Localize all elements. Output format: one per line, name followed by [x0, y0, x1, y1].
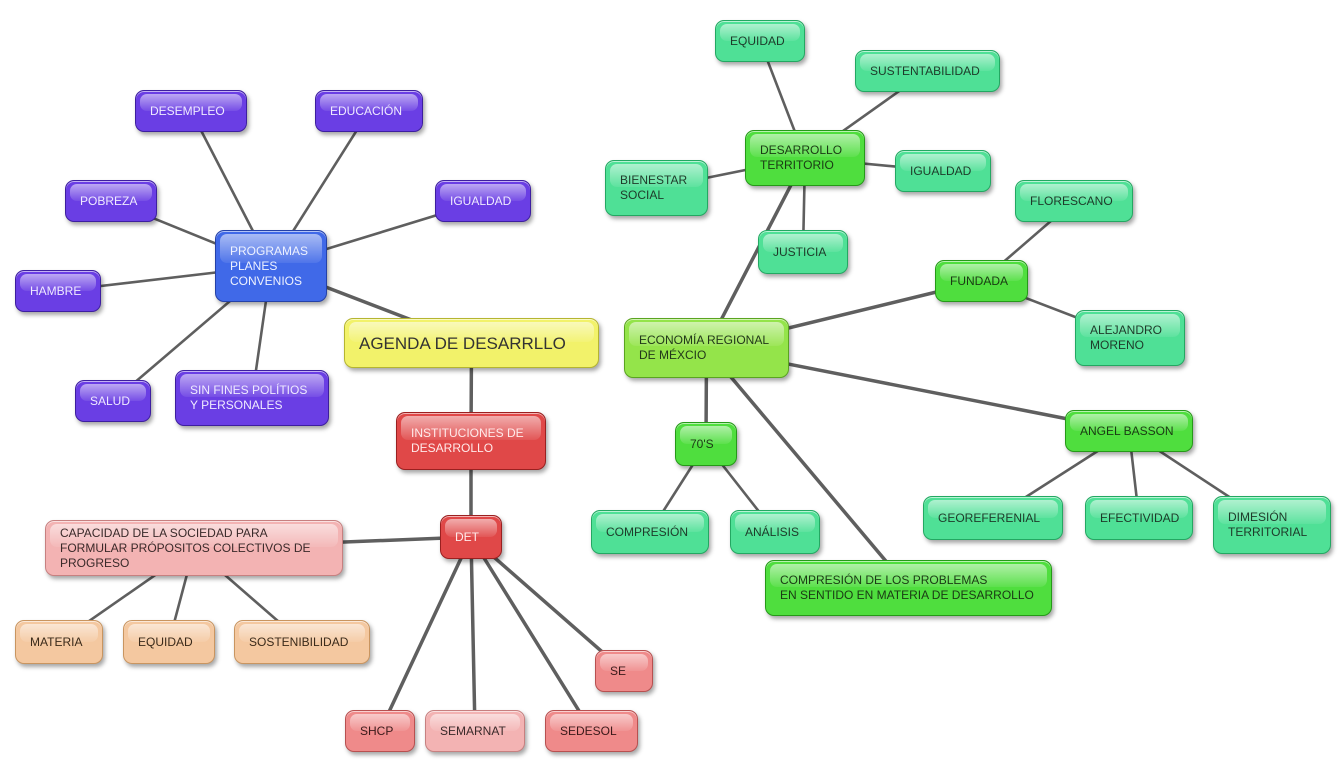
node-alejandro[interactable]: ALEJANDRO MORENO: [1075, 310, 1185, 366]
node-label: IGUALDAD: [450, 193, 512, 208]
edge-economia-compresion2: [704, 346, 911, 590]
node-label: SE: [610, 663, 627, 678]
node-label: DESEMPLEO: [150, 103, 225, 118]
node-materia[interactable]: MATERIA: [15, 620, 103, 664]
node-salud[interactable]: SALUD: [75, 380, 151, 422]
node-label: COMPRESIÓN: [606, 524, 689, 539]
node-label: POBREZA: [80, 193, 138, 208]
node-label: ANGEL BASSON: [1080, 423, 1174, 438]
node-efectividad[interactable]: EFECTIVIDAD: [1085, 496, 1193, 540]
node-det[interactable]: DET: [440, 515, 502, 559]
node-bienestar[interactable]: BIENESTAR SOCIAL: [605, 160, 708, 216]
node-desempleo[interactable]: DESEMPLEO: [135, 90, 247, 132]
node-label: FLORESCANO: [1030, 193, 1113, 208]
node-label: INSTITUCIONES DE DESARROLLO: [411, 426, 524, 455]
node-label: EQUIDAD: [138, 634, 193, 649]
node-label: EQUIDAD: [730, 33, 785, 48]
node-pobreza[interactable]: POBREZA: [65, 180, 157, 222]
node-label: PROGRAMAS PLANES CONVENIOS: [230, 243, 309, 288]
node-label: SEMARNAT: [440, 723, 506, 738]
node-igualdad2[interactable]: IGUALDAD: [895, 150, 991, 192]
node-label: ANÁLISIS: [745, 524, 800, 539]
node-label: SALUD: [90, 393, 131, 408]
node-label: DESARROLLO TERRITORIO: [760, 143, 843, 172]
node-label: HAMBRE: [30, 283, 82, 298]
node-label: AGENDA DE DESARRLLO: [359, 333, 566, 353]
node-shcp[interactable]: SHCP: [345, 710, 415, 752]
node-label: GEOREFERENIAL: [938, 510, 1041, 525]
node-label: ECONOMÍA REGIONAL DE MÉXCIO: [639, 333, 770, 362]
node-agenda[interactable]: AGENDA DE DESARRLLO: [344, 318, 599, 368]
node-capacidad[interactable]: CAPACIDAD DE LA SOCIEDAD PARA FORMULAR P…: [45, 520, 343, 576]
node-justicia[interactable]: JUSTICIA: [758, 230, 848, 274]
node-label: 70'S: [690, 436, 714, 451]
node-florescano[interactable]: FLORESCANO: [1015, 180, 1133, 222]
node-desterr[interactable]: DESARROLLO TERRITORIO: [745, 130, 865, 186]
node-programas[interactable]: PROGRAMAS PLANES CONVENIOS: [215, 230, 327, 302]
node-label: SUSTENTABILIDAD: [870, 63, 980, 78]
edge-det-se: [469, 535, 626, 673]
node-semarnat[interactable]: SEMARNAT: [425, 710, 525, 752]
node-fundada[interactable]: FUNDADA: [935, 260, 1028, 302]
node-label: JUSTICIA: [773, 244, 827, 259]
node-label: EFECTIVIDAD: [1100, 510, 1180, 525]
node-label: EDUCACIÓN: [330, 103, 403, 118]
edge-det-sedesol: [469, 535, 594, 733]
node-sustentabilidad[interactable]: SUSTENTABILIDAD: [855, 50, 1000, 92]
node-label: SHCP: [360, 723, 394, 738]
node-equidad1[interactable]: EQUIDAD: [715, 20, 805, 62]
node-georef[interactable]: GEOREFERENIAL: [923, 496, 1063, 540]
node-sedesol[interactable]: SEDESOL: [545, 710, 638, 752]
node-label: BIENESTAR SOCIAL: [620, 173, 688, 202]
node-hambre[interactable]: HAMBRE: [15, 270, 101, 312]
node-compresion1[interactable]: COMPRESIÓN: [591, 510, 709, 554]
node-label: MATERIA: [30, 634, 83, 649]
node-label: CAPACIDAD DE LA SOCIEDAD PARA FORMULAR P…: [60, 525, 311, 570]
node-dimesion[interactable]: DIMESIÓN TERRITORIAL: [1213, 496, 1331, 554]
edge-economia-desterr: [704, 156, 807, 350]
node-label: DET: [455, 529, 479, 544]
node-economia[interactable]: ECONOMÍA REGIONAL DE MÉXCIO: [624, 318, 789, 378]
node-label: DIMESIÓN TERRITORIAL: [1228, 510, 1308, 539]
edge-det-shcp: [378, 535, 473, 733]
node-analisis[interactable]: ANÁLISIS: [730, 510, 820, 554]
node-setentas[interactable]: 70'S: [675, 422, 737, 466]
node-igualdad1[interactable]: IGUALDAD: [435, 180, 531, 222]
node-label: SIN FINES POLÍTIOS Y PERSONALES: [190, 383, 308, 412]
node-se[interactable]: SE: [595, 650, 653, 692]
node-label: COMPRESIÓN DE LOS PROBLEMAS EN SENTIDO E…: [780, 573, 1034, 602]
node-label: SEDESOL: [560, 723, 617, 738]
edge-det-semarnat: [469, 535, 477, 733]
node-label: FUNDADA: [950, 273, 1009, 288]
node-equidad2[interactable]: EQUIDAD: [123, 620, 215, 664]
node-label: IGUALDAD: [910, 163, 972, 178]
node-sostenibilidad[interactable]: SOSTENIBILIDAD: [234, 620, 370, 664]
node-educacion[interactable]: EDUCACIÓN: [315, 90, 423, 132]
node-label: ALEJANDRO MORENO: [1090, 323, 1163, 352]
node-compresion2[interactable]: COMPRESIÓN DE LOS PROBLEMAS EN SENTIDO E…: [765, 560, 1052, 616]
node-instituciones[interactable]: INSTITUCIONES DE DESARROLLO: [396, 412, 546, 470]
node-angel[interactable]: ANGEL BASSON: [1065, 410, 1193, 452]
node-sinfines[interactable]: SIN FINES POLÍTIOS Y PERSONALES: [175, 370, 329, 426]
node-label: SOSTENIBILIDAD: [249, 634, 349, 649]
